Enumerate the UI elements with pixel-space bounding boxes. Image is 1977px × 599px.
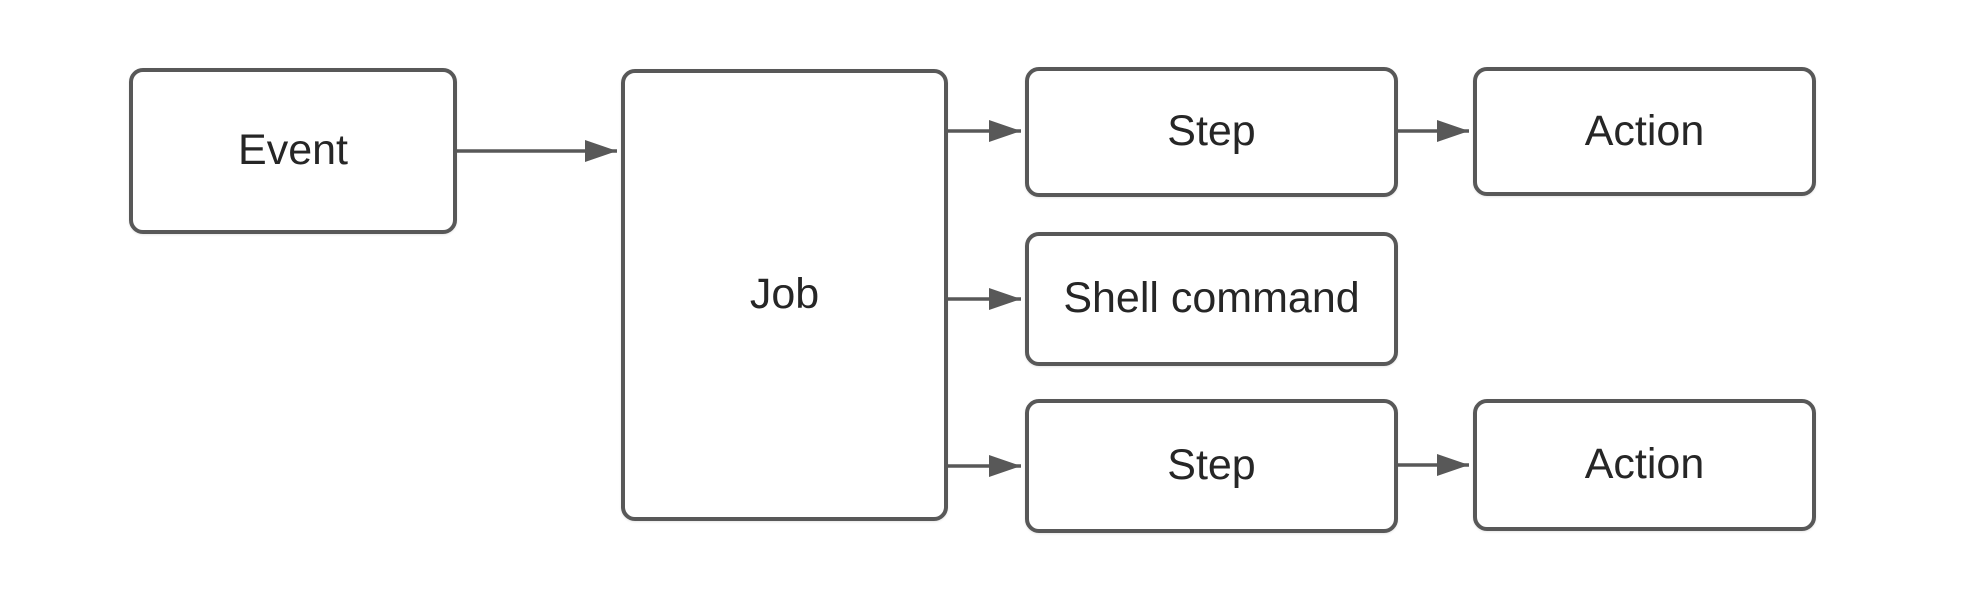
node-action-1-label: Action bbox=[1584, 106, 1705, 155]
node-job: Job bbox=[621, 69, 948, 521]
node-step-2: Step bbox=[1025, 399, 1398, 533]
node-step-1-label: Step bbox=[1167, 107, 1256, 156]
node-step-2-label: Step bbox=[1167, 441, 1256, 490]
node-action-2-label: Action bbox=[1584, 440, 1705, 489]
node-step-1: Step bbox=[1025, 67, 1398, 197]
node-action-2: Action bbox=[1473, 399, 1816, 531]
node-event: Event bbox=[129, 68, 457, 234]
node-job-label: Job bbox=[749, 270, 820, 319]
node-shell-command: Shell command bbox=[1025, 232, 1398, 366]
node-action-1: Action bbox=[1473, 67, 1816, 196]
node-shell-command-label: Shell command bbox=[1063, 274, 1360, 323]
node-event-label: Event bbox=[238, 126, 348, 175]
